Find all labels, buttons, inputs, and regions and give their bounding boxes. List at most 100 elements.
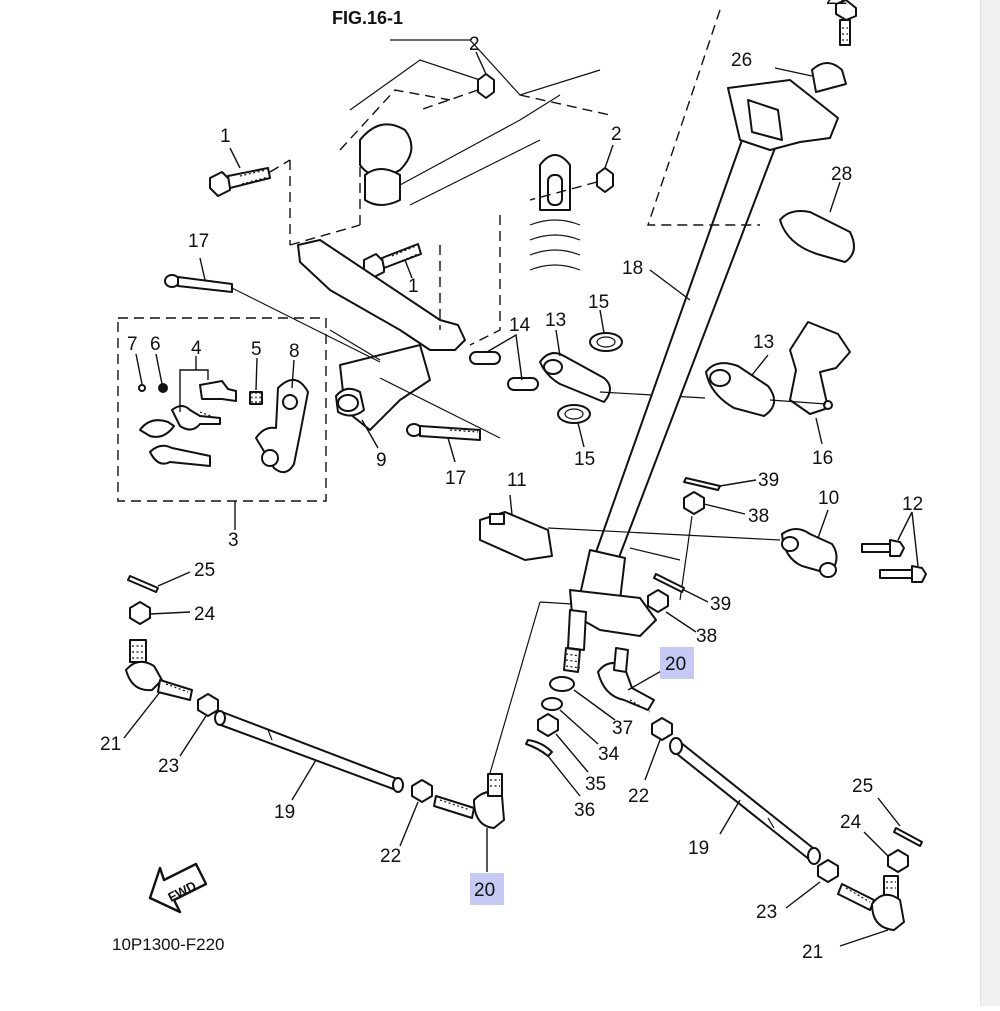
bolt-1-upper (209, 147, 291, 197)
callout-9: 9 (376, 450, 387, 471)
callout-13: 13 (545, 310, 566, 331)
cotter-39-lower (653, 573, 709, 603)
clamp-11 (479, 494, 781, 561)
callout-15: 15 (588, 292, 609, 313)
callout-23: 23 (756, 902, 777, 923)
callout-12: 12 (902, 494, 923, 515)
nut-23-right (785, 859, 839, 909)
tie-rod-end-20-right (597, 647, 671, 713)
shock-absorber (469, 154, 581, 346)
bolt-1-lower (363, 243, 422, 279)
nut-23-left (179, 693, 219, 757)
callout-37: 37 (612, 718, 633, 739)
nut-2-upper (419, 51, 495, 111)
washer-34 (541, 697, 599, 745)
tie-rod-end-21-left (123, 639, 193, 739)
callout-25: 25 (194, 560, 215, 581)
callout-21: 21 (826, 0, 847, 9)
cotter-pin-36 (525, 739, 581, 797)
callout-24: 24 (840, 812, 862, 833)
cotter-25-right (877, 797, 923, 847)
callout-11: 11 (507, 470, 527, 491)
nut-24-left (129, 601, 191, 625)
bracket-16 (769, 321, 851, 445)
tie-rod-end-20-left (433, 773, 505, 872)
callout-39: 39 (758, 470, 779, 491)
nut-35 (537, 713, 589, 773)
washer-15-lower (557, 404, 591, 448)
cotter-25-left (127, 571, 191, 593)
frame-section (339, 39, 611, 206)
nut-22-right (644, 717, 673, 781)
callout-2: 2 (611, 124, 622, 145)
tie-rod-19-right (669, 737, 821, 865)
assembly-box-3 (117, 317, 327, 530)
nut-22-left (399, 779, 433, 847)
callout-4: 4 (191, 338, 202, 359)
bolt-17-upper (164, 257, 381, 363)
callout-26: 26 (731, 50, 752, 71)
callout-23: 23 (158, 756, 179, 777)
washer-15-upper (589, 309, 623, 352)
callout-17: 17 (188, 231, 209, 252)
callout-7: 7 (127, 334, 138, 355)
callout-21: 21 (100, 734, 121, 755)
callout-38: 38 (696, 626, 717, 647)
callout-38: 38 (748, 506, 769, 527)
nut-38-lower (647, 589, 697, 633)
nut-2-lower (529, 144, 614, 201)
nut-24-right (863, 831, 909, 873)
steering-arm (487, 589, 657, 781)
callout-25: 25 (852, 776, 873, 797)
highlight-20-left (470, 873, 504, 905)
figure-title: FIG.16-1 (332, 8, 403, 28)
callout-22: 22 (380, 846, 401, 867)
tie-rod-end-21-right (837, 875, 905, 947)
callout-18: 18 (622, 258, 643, 279)
callout-16: 16 (812, 448, 833, 469)
callout-2: 2 (469, 34, 480, 55)
callout-39: 39 (710, 594, 731, 615)
washer-37 (549, 676, 616, 721)
figure-code: 10P1300-F220 (112, 935, 224, 954)
callout-5: 5 (251, 339, 262, 360)
clamp-26 (727, 0, 857, 151)
callout-6: 6 (150, 334, 161, 355)
callout-19: 19 (274, 802, 295, 823)
bushing-13-right (705, 354, 775, 417)
nut-38-upper (629, 491, 746, 601)
callout-20: 20 (474, 880, 495, 901)
callout-3: 3 (228, 530, 239, 551)
callout-24: 24 (194, 604, 216, 625)
callout-34: 34 (598, 744, 620, 765)
bolt-17-lower (406, 423, 481, 463)
cotter-39-upper (683, 477, 757, 491)
tie-rod-19-left (214, 710, 404, 801)
bolts-12 (861, 511, 927, 583)
bracket-plate (289, 160, 466, 351)
holder-10 (781, 509, 838, 578)
exploded-parts-diagram: FWD FIG.16-1 10P1300-F220 1 1 2 2 3 4 5 … (100, 0, 927, 963)
diagram-canvas: FWD FIG.16-1 10P1300-F220 1 1 2 2 3 4 5 … (100, 0, 927, 963)
collars-14 (469, 333, 539, 391)
callout-1: 1 (408, 276, 419, 297)
callout-28: 28 (831, 164, 852, 185)
callout-1: 1 (220, 126, 231, 147)
callout-17: 17 (445, 468, 466, 489)
fwd-arrow-icon: FWD (148, 862, 208, 914)
clamp-half-28 (779, 181, 855, 263)
mount-bracket-9 (329, 329, 501, 449)
vertical-scrollbar[interactable] (980, 0, 1000, 1006)
callout-15: 15 (574, 449, 595, 470)
callout-21: 21 (802, 942, 823, 963)
callout-8: 8 (289, 341, 300, 362)
highlight-20-right (660, 647, 694, 679)
callout-13: 13 (753, 332, 774, 353)
callout-14: 14 (509, 315, 531, 336)
callout-19: 19 (688, 838, 709, 859)
callout-36: 36 (574, 800, 595, 821)
callout-10: 10 (818, 488, 839, 509)
callout-20: 20 (665, 654, 686, 675)
callout-22: 22 (628, 786, 649, 807)
callout-35: 35 (585, 774, 606, 795)
